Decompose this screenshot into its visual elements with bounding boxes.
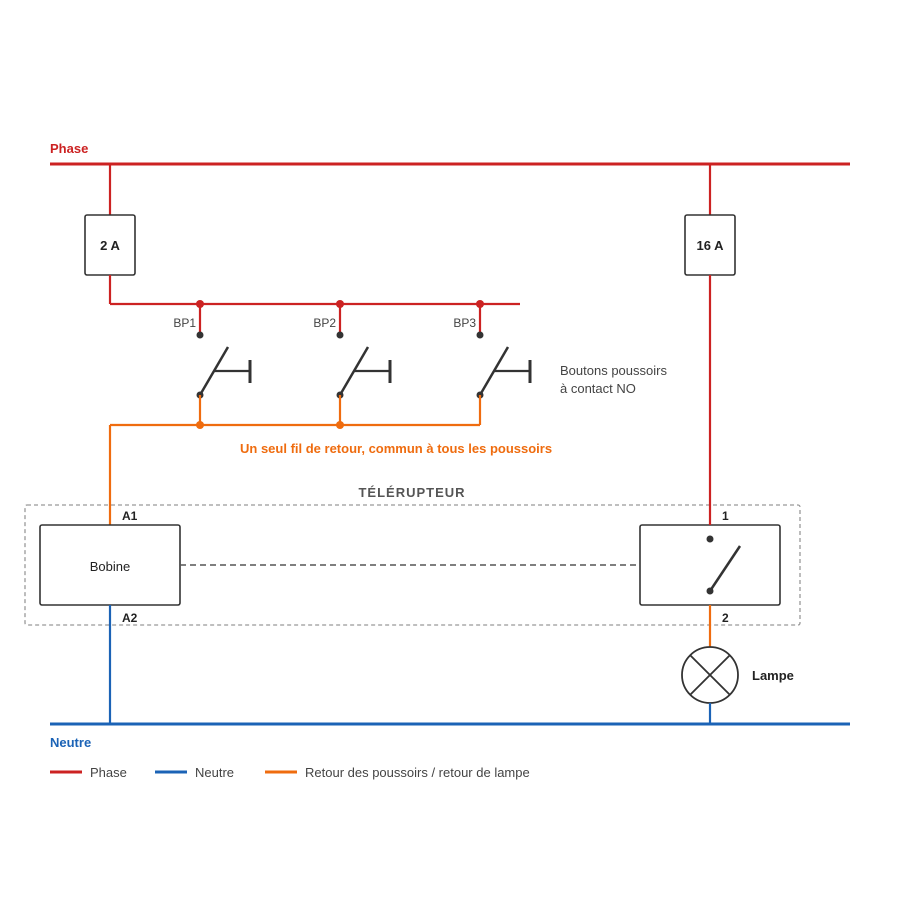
contact-top-terminal xyxy=(706,535,714,543)
pushbuttons-note-line1: Boutons poussoirs xyxy=(560,363,667,378)
pushbutton-bp2: BP2 xyxy=(313,300,392,399)
telerupteur-enclosure xyxy=(24,504,801,626)
contact-terminal-2-label: 2 xyxy=(722,611,729,625)
return-junction-bp2 xyxy=(336,421,344,429)
terminal-a1-label: A1 xyxy=(122,509,138,523)
bp2-top-terminal xyxy=(336,331,344,339)
legend-label-neutre: Neutre xyxy=(195,765,234,780)
coil-label: Bobine xyxy=(90,559,130,574)
telerupteur-title: TÉLÉRUPTEUR xyxy=(358,485,465,500)
return-junction-bp1 xyxy=(196,421,204,429)
contact-terminal-1-label: 1 xyxy=(722,509,729,523)
lamp-symbol xyxy=(681,646,739,704)
pushbutton-bp1: BP1 xyxy=(173,300,252,399)
return-wire-note: Un seul fil de retour, commun à tous les… xyxy=(240,441,552,456)
fuse-2a-label: 2 A xyxy=(100,238,120,253)
neutre-bus-label: Neutre xyxy=(50,735,91,750)
bp2-label: BP2 xyxy=(313,316,336,330)
contact-blade xyxy=(708,545,742,592)
lamp-cross-2 xyxy=(689,654,731,696)
lamp-label: Lampe xyxy=(752,668,794,683)
bp3-top-terminal xyxy=(476,331,484,339)
fuse-16a-label: 16 A xyxy=(697,238,725,253)
bp1-label: BP1 xyxy=(173,316,196,330)
legend-label-phase: Phase xyxy=(90,765,127,780)
legend: Phase Neutre Retour des poussoirs / reto… xyxy=(50,765,530,780)
pushbuttons-note-line2: à contact NO xyxy=(560,381,636,396)
phase-bus-label: Phase xyxy=(50,141,88,156)
bp3-label: BP3 xyxy=(453,316,476,330)
bp1-top-terminal xyxy=(196,331,204,339)
pushbutton-bp3: BP3 xyxy=(453,300,532,399)
legend-label-retour: Retour des poussoirs / retour de lampe xyxy=(305,765,530,780)
contact-bottom-terminal xyxy=(706,587,714,595)
terminal-a2-label: A2 xyxy=(122,611,138,625)
